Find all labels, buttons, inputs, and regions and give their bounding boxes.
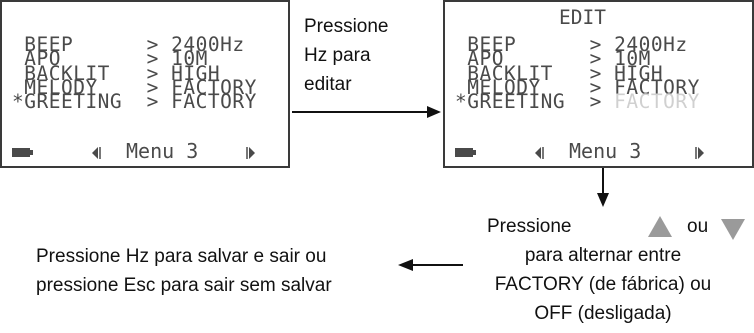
lcd-row-beep: BEEP > 2400Hz xyxy=(12,33,245,56)
arrow-left-to-right xyxy=(292,106,441,118)
lcd-row-backlit: BACKLIT > HIGH xyxy=(455,61,664,85)
lcd-row-greeting: *GREETING > FACTORY xyxy=(12,90,257,114)
lcd-value: 10M xyxy=(614,47,651,71)
battery-icon xyxy=(455,148,476,157)
menu-label: Menu 3 xyxy=(569,139,642,163)
label-line: para alternar entre xyxy=(524,245,682,266)
arrow-left xyxy=(398,259,463,271)
lcd-screen-left: BEEP > 2400Hz APO > 10M BACKLIT > HIGH M… xyxy=(0,0,290,168)
arrow-down xyxy=(597,168,609,207)
press-hz-edit-label: Pressione Hz para editar xyxy=(304,12,389,99)
label-line: Pressione xyxy=(304,16,389,37)
lcd-row-apo: APO > 10M xyxy=(455,47,651,71)
left-arrow-icon xyxy=(92,147,98,159)
lcd-value: 10M xyxy=(171,47,208,71)
lcd-value: HIGH xyxy=(614,61,664,85)
lcd-row-melody: MELODY > FACTORY xyxy=(12,75,257,99)
battery-icon xyxy=(12,148,33,157)
edit-indicator: EDIT xyxy=(559,6,606,29)
lcd-row-beep: BEEP > 2400Hz xyxy=(455,33,688,56)
lcd-menu-text: BEEP > 2400Hz APO > 10M BACKLIT > HIGH M… xyxy=(455,35,700,112)
label-text: ou xyxy=(687,216,709,237)
label-line: Hz para xyxy=(304,45,371,66)
lcd-screen-right: EDIT BEEP > 2400Hz APO > 10M BACKLIT > H… xyxy=(443,0,754,168)
right-arrow-icon xyxy=(698,147,704,159)
up-arrow-key-icon xyxy=(648,216,672,237)
label-line: Pressione Hz para salvar e sair ou xyxy=(36,246,327,267)
lcd-row-backlit: BACKLIT > HIGH xyxy=(12,61,221,85)
lcd-left-icons xyxy=(12,147,255,159)
down-arrow-key-icon xyxy=(721,219,745,240)
label-text: Pressione xyxy=(487,216,572,237)
menu-label: Menu 3 xyxy=(126,139,199,163)
lcd-value: FACTORY xyxy=(171,75,257,99)
lcd-value: FACTORY xyxy=(171,90,257,114)
right-arrow-icon xyxy=(249,147,255,159)
lcd-value: HIGH xyxy=(171,61,221,85)
lcd-row-melody: MELODY > FACTORY xyxy=(455,75,700,99)
lcd-right-icons xyxy=(455,147,704,159)
lcd-value: FACTORY xyxy=(614,75,700,99)
left-arrow-icon xyxy=(535,147,541,159)
save-exit-label: Pressione Hz para salvar e sair ou press… xyxy=(36,242,332,300)
lcd-value: FACTORY xyxy=(614,90,700,114)
label-line: FACTORY (de fábrica) ou xyxy=(494,274,712,295)
label-line: pressione Esc para sair sem salvar xyxy=(36,275,332,296)
label-line: editar xyxy=(304,74,352,95)
lcd-row-apo: APO > 10M xyxy=(12,47,208,71)
label-line: OFF (desligada) xyxy=(534,303,672,324)
lcd-menu-text: BEEP > 2400Hz APO > 10M BACKLIT > HIGH M… xyxy=(12,35,257,112)
lcd-value: 2400Hz xyxy=(171,33,245,56)
lcd-row-greeting: *GREETING > FACTORY xyxy=(455,90,700,114)
lcd-value: 2400Hz xyxy=(614,33,688,56)
